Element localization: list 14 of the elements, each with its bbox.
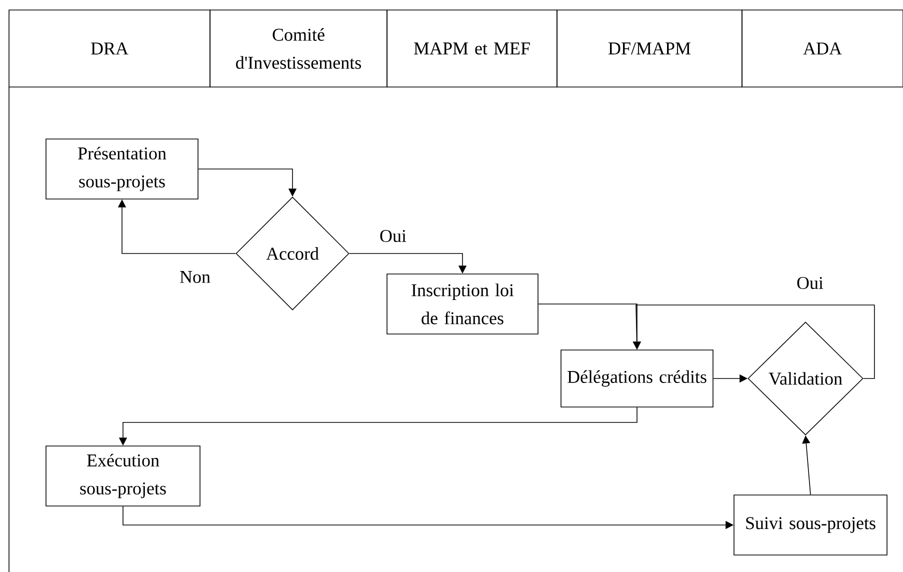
process-box: Présentation sous-projets [46, 138, 198, 200]
arrow [632, 304, 875, 379]
column-header: ADA [742, 10, 903, 88]
column-header: Comité d'Investissements [210, 10, 388, 88]
column-header: MAPM et MEF [386, 10, 558, 88]
edge-label: Non [178, 270, 212, 284]
process-box: Exécution sous-projets [46, 446, 200, 506]
process-box: Suivi sous-projets [734, 494, 888, 556]
process-box: Délégations crédits [560, 350, 714, 408]
process-box: Inscription loi de finances [386, 274, 538, 334]
column-header: DRA [8, 10, 210, 88]
column-header: DF/MAPM [556, 10, 742, 88]
edge-label: Oui [378, 228, 408, 244]
edge-label: Oui [796, 276, 824, 290]
